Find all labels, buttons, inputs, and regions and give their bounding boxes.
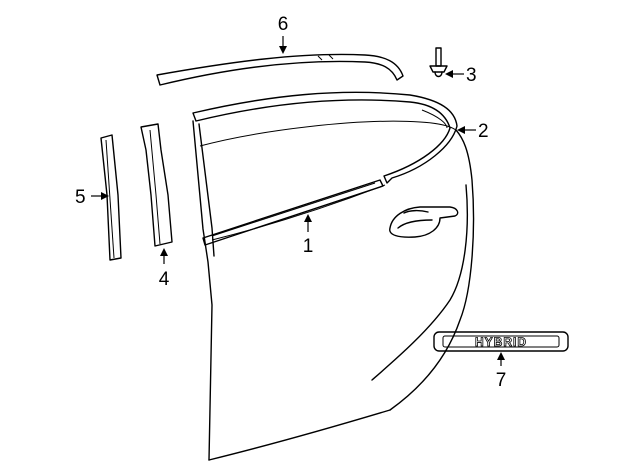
rear-door-panel [192,120,475,461]
door-handle [389,206,459,238]
callout-5: 5 [75,187,86,208]
pillar-garnish [140,123,173,247]
callout-2: 2 [478,121,489,142]
callout-6: 6 [278,14,289,35]
callout-1: 1 [303,236,314,257]
callout-3: 3 [466,65,477,86]
hybrid-emblem: HYBRID [433,331,569,352]
belt-molding [202,179,384,246]
callout-7: 7 [496,370,507,391]
callout-labels: 1 2 3 4 5 6 7 [75,14,506,391]
roof-molding [156,53,404,86]
clip [429,47,448,78]
callout-leaders [91,36,505,366]
window-frame-molding [192,91,458,184]
emblem-text: HYBRID [475,335,527,349]
callout-4: 4 [159,269,170,290]
